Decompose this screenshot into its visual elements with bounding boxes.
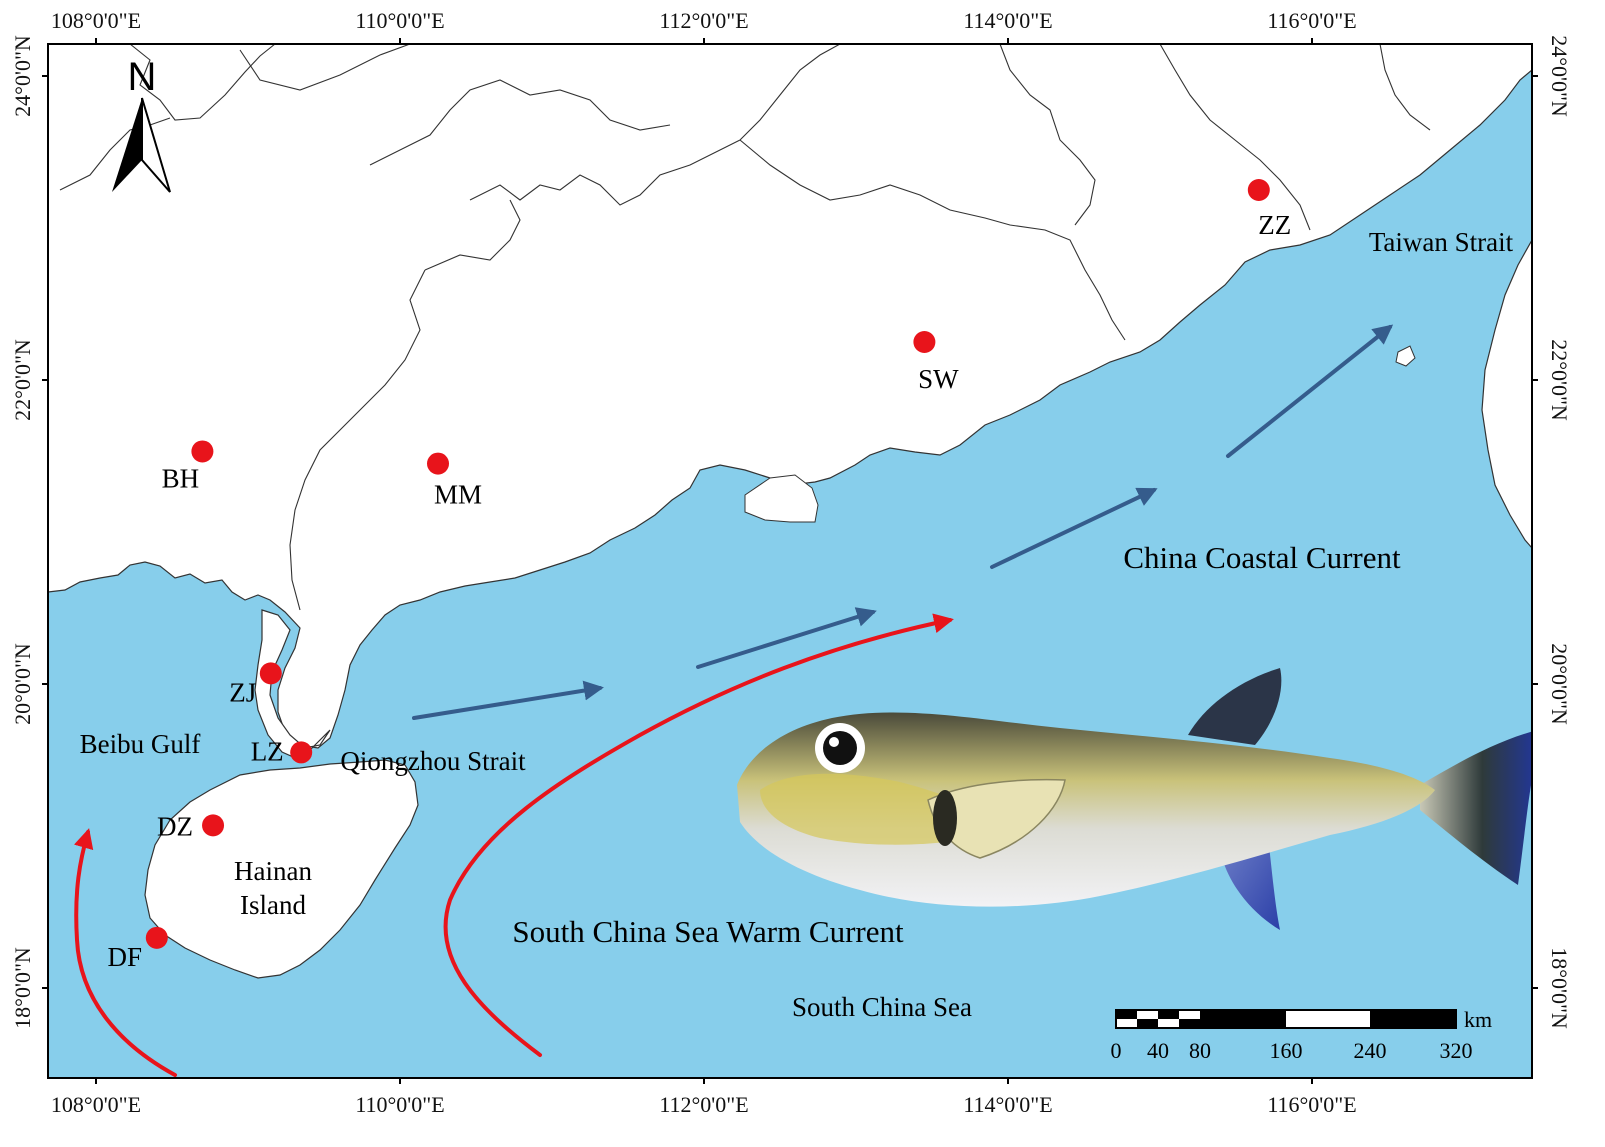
left-axis-label: 22°0'0"N bbox=[10, 339, 35, 421]
fish-dorsal-fin bbox=[1188, 668, 1282, 745]
province-boundaries bbox=[59, 44, 1431, 611]
bottom-axis-labels: 108°0'0"E 110°0'0"E 112°0'0"E 114°0'0"E … bbox=[51, 1092, 1357, 1117]
top-axis-label: 114°0'0"E bbox=[963, 8, 1052, 33]
scale-bar-tick-label: 0 bbox=[1111, 1038, 1122, 1063]
warm-current-arrow-west bbox=[73, 828, 177, 1077]
north-arrow-left-half bbox=[112, 98, 142, 192]
north-arrow-right-half bbox=[141, 97, 171, 193]
left-axis-label: 20°0'0"N bbox=[10, 643, 35, 725]
bottom-axis-label: 112°0'0"E bbox=[659, 1092, 748, 1117]
scale-bar-tick-label: 320 bbox=[1440, 1038, 1473, 1063]
south-china-sea-label: South China Sea bbox=[792, 992, 972, 1022]
leizhou-peninsula bbox=[254, 609, 331, 761]
site-label-dz: DZ bbox=[157, 811, 193, 841]
hainan-label-line1: Hainan bbox=[234, 856, 312, 886]
site-label-df: DF bbox=[108, 942, 143, 972]
warm-current-arrow-east bbox=[443, 613, 954, 1057]
bottom-axis-label: 114°0'0"E bbox=[963, 1092, 1052, 1117]
top-axis-label: 110°0'0"E bbox=[355, 8, 444, 33]
coastal-current-arrow-4 bbox=[1226, 324, 1394, 458]
bottom-axis-label: 108°0'0"E bbox=[51, 1092, 141, 1117]
pufferfish-illustration bbox=[737, 668, 1532, 930]
site-marker-df bbox=[145, 926, 168, 949]
scale-bar-segment bbox=[1370, 1010, 1456, 1028]
qiongzhou-strait-label: Qiongzhou Strait bbox=[340, 746, 526, 776]
site-marker-lz bbox=[290, 741, 313, 764]
taiwan-strait-label: Taiwan Strait bbox=[1369, 227, 1514, 257]
coastal-current-arrow-1 bbox=[412, 680, 604, 720]
site-label-zz: ZZ bbox=[1258, 210, 1291, 240]
scale-bar-tick-label: 80 bbox=[1189, 1038, 1211, 1063]
coastal-current-arrow-2 bbox=[696, 607, 877, 669]
beibu-gulf-label: Beibu Gulf bbox=[80, 729, 201, 759]
site-marker-sw bbox=[913, 331, 936, 353]
right-axis-label: 24°0'0"N bbox=[1547, 35, 1572, 117]
scale-bar-segment bbox=[1179, 1019, 1200, 1028]
bottom-axis-label: 110°0'0"E bbox=[355, 1092, 444, 1117]
bottom-axis-label: 116°0'0"E bbox=[1267, 1092, 1356, 1117]
fish-eye bbox=[823, 731, 857, 765]
left-axis-labels: 24°0'0"N 22°0'0"N 20°0'0"N 18°0'0"N bbox=[10, 35, 35, 1029]
fish-gill bbox=[933, 790, 957, 846]
top-axis-label: 116°0'0"E bbox=[1267, 8, 1356, 33]
site-label-lz: LZ bbox=[251, 736, 284, 766]
right-axis-labels: 24°0'0"N 22°0'0"N 20°0'0"N 18°0'0"N bbox=[1547, 35, 1572, 1029]
site-label-zj: ZJ bbox=[229, 677, 256, 707]
scale-bar-tick-label: 160 bbox=[1270, 1038, 1303, 1063]
penghu-islands bbox=[1395, 345, 1416, 367]
sampling-sites: BH ZJ LZ DZ DF MM SW ZZ bbox=[108, 179, 1291, 972]
site-marker-dz bbox=[202, 814, 225, 837]
top-axis-label: 112°0'0"E bbox=[659, 8, 748, 33]
right-axis-label: 18°0'0"N bbox=[1547, 947, 1572, 1029]
left-axis-label: 18°0'0"N bbox=[10, 947, 35, 1029]
scale-bar-tick-label: 240 bbox=[1354, 1038, 1387, 1063]
north-arrow: N bbox=[112, 55, 171, 193]
taiwan-coast bbox=[1481, 238, 1532, 549]
fish-tail bbox=[1420, 731, 1532, 885]
pearl-river-islands bbox=[744, 474, 819, 523]
fish-eye-highlight bbox=[829, 737, 839, 747]
coastal-current-arrows bbox=[412, 324, 1394, 720]
scale-bar-segment bbox=[1200, 1010, 1286, 1028]
fish-body bbox=[737, 712, 1435, 907]
right-axis-label: 20°0'0"N bbox=[1547, 643, 1572, 725]
site-label-mm: MM bbox=[434, 480, 482, 510]
scale-bar-segment bbox=[1158, 1010, 1179, 1019]
coastal-current-arrow-3 bbox=[990, 487, 1158, 569]
right-axis-label: 22°0'0"N bbox=[1547, 339, 1572, 421]
top-axis-label: 108°0'0"E bbox=[51, 8, 141, 33]
site-marker-zj bbox=[259, 662, 282, 685]
map-frame bbox=[47, 43, 1533, 1079]
scale-bar: km 0 40 80 160 240 320 bbox=[1111, 1007, 1493, 1063]
north-arrow-label: N bbox=[128, 55, 157, 99]
top-axis-labels: 108°0'0"E 110°0'0"E 112°0'0"E 114°0'0"E … bbox=[51, 8, 1357, 33]
hainan-label-line2: Island bbox=[240, 890, 306, 920]
site-marker-bh bbox=[191, 440, 214, 463]
scale-bar-unit: km bbox=[1464, 1007, 1492, 1032]
warm-current-label: South China Sea Warm Current bbox=[512, 914, 904, 949]
axis-ticks bbox=[42, 38, 1538, 1084]
scale-bar-segment bbox=[1116, 1010, 1137, 1019]
left-axis-label: 24°0'0"N bbox=[10, 35, 35, 117]
site-marker-zz bbox=[1247, 179, 1270, 201]
mainland-landmass bbox=[48, 44, 1532, 749]
site-label-bh: BH bbox=[162, 463, 200, 493]
scale-bar-segment bbox=[1137, 1019, 1158, 1028]
site-label-sw: SW bbox=[918, 364, 959, 394]
scale-bar-tick-label: 40 bbox=[1147, 1038, 1169, 1063]
coastal-current-label: China Coastal Current bbox=[1123, 540, 1401, 575]
site-marker-mm bbox=[427, 452, 449, 475]
